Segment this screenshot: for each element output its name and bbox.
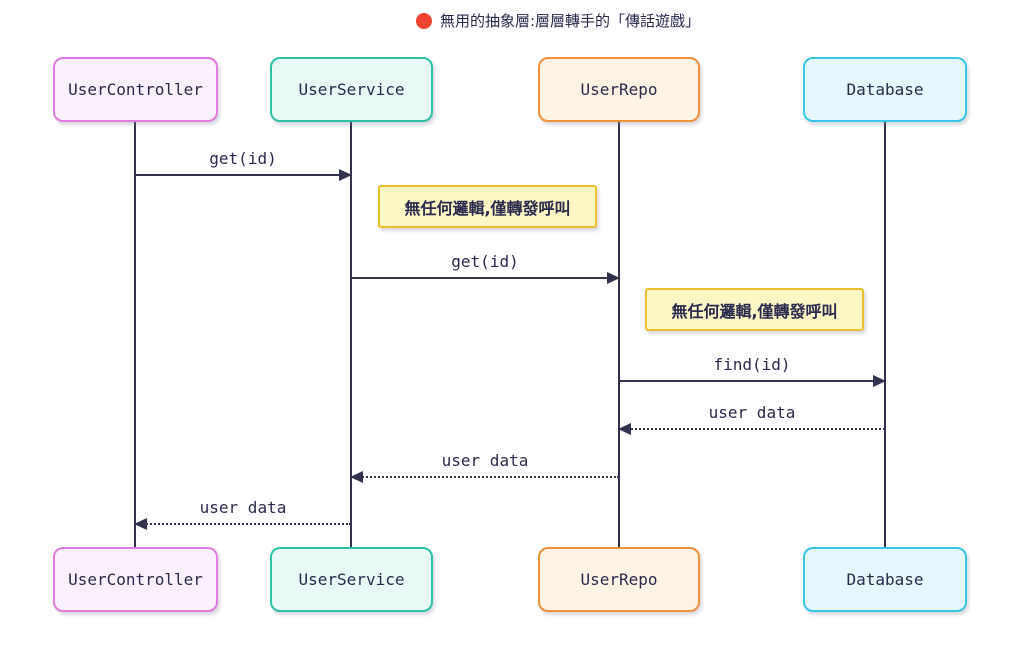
diagram-title: 無用的抽象層:層層轉手的「傳話遊戲」 [415, 12, 701, 30]
arrowhead-icon [873, 375, 886, 387]
actor-userrepo-top: UserRepo [538, 57, 700, 122]
actor-label: UserService [298, 80, 405, 99]
arrowhead-icon [350, 471, 363, 483]
note-1: 無任何邏輯,僅轉發呼叫 [378, 185, 597, 228]
message-label: get(id) [209, 149, 277, 168]
message-label: user data [199, 498, 287, 517]
note-text: 無任何邏輯,僅轉發呼叫 [404, 198, 571, 218]
message-3-find-id-: find(id) [619, 352, 886, 387]
message-label: user data [708, 403, 796, 422]
note-text: 無任何邏輯,僅轉發呼叫 [671, 301, 838, 321]
message-2-get-id-: get(id) [351, 249, 620, 284]
arrowhead-icon [339, 169, 352, 181]
actor-label: UserService [298, 570, 405, 589]
message-1-get-id-: get(id) [135, 146, 352, 181]
arrowhead-icon [607, 272, 620, 284]
message-6-user-data: user data [134, 495, 351, 530]
actor-label: UserController [68, 80, 203, 99]
actor-label: UserRepo [580, 80, 658, 99]
diagram-title-text: 無用的抽象層:層層轉手的「傳話遊戲」 [439, 12, 701, 30]
lifeline-database [884, 121, 886, 548]
message-line [351, 277, 619, 279]
actor-database-bottom: Database [803, 547, 967, 612]
message-line [351, 476, 619, 478]
message-line [619, 428, 885, 430]
red-dot-icon [415, 13, 432, 29]
actor-database-top: Database [803, 57, 967, 122]
message-5-user-data: user data [350, 448, 619, 483]
lifeline-userservice [350, 121, 352, 548]
message-line [135, 174, 351, 176]
message-4-user-data: user data [618, 400, 885, 435]
message-label: user data [441, 451, 529, 470]
actor-label: UserRepo [580, 570, 658, 589]
arrowhead-icon [618, 423, 631, 435]
message-label: get(id) [451, 252, 519, 271]
message-line [135, 523, 351, 525]
actor-usercontroller-bottom: UserController [53, 547, 218, 612]
note-2: 無任何邏輯,僅轉發呼叫 [645, 288, 864, 331]
message-label: find(id) [713, 355, 791, 374]
actor-userservice-bottom: UserService [270, 547, 433, 612]
actor-userservice-top: UserService [270, 57, 433, 122]
lifeline-usercontroller [134, 121, 136, 548]
actor-label: Database [846, 570, 924, 589]
actor-usercontroller-top: UserController [53, 57, 218, 122]
actor-label: UserController [68, 570, 203, 589]
lifeline-userrepo [618, 121, 620, 548]
actor-label: Database [846, 80, 924, 99]
arrowhead-icon [134, 518, 147, 530]
message-line [619, 380, 885, 382]
actor-userrepo-bottom: UserRepo [538, 547, 700, 612]
